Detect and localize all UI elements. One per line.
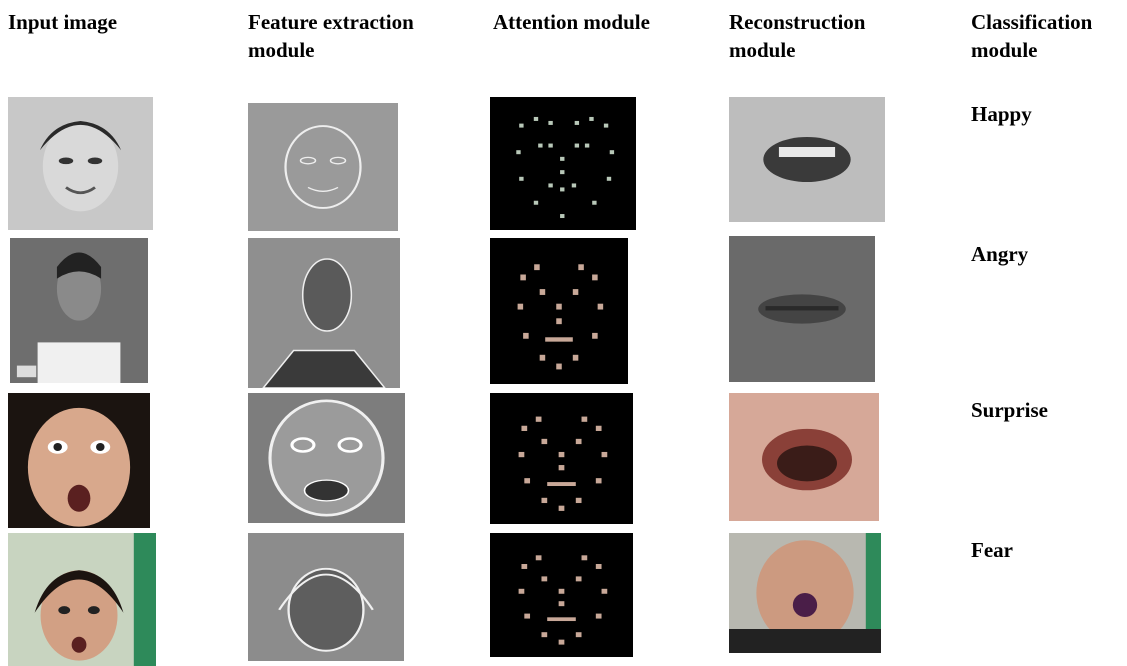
header-feature-extraction-module: Feature extraction module: [248, 8, 468, 64]
attention-map-image: [490, 393, 633, 524]
attention-map-image: [490, 533, 633, 657]
feature-map-image: [248, 533, 404, 661]
classification-label: Surprise: [971, 396, 1048, 424]
input-face-image: [8, 393, 150, 528]
attention-map-image: [490, 97, 636, 230]
header-classification-module: Classification module: [971, 8, 1121, 64]
feature-map-image: [248, 393, 405, 523]
feature-map-image: [248, 103, 398, 231]
reconstruction-image: [729, 533, 881, 653]
input-face-image: [8, 97, 153, 230]
reconstruction-image: [729, 236, 875, 382]
classification-label: Angry: [971, 240, 1028, 268]
attention-map-image: [490, 238, 628, 384]
input-face-image: [10, 238, 148, 383]
classification-label: Happy: [971, 100, 1032, 128]
classification-label: Fear: [971, 536, 1013, 564]
reconstruction-image: [729, 393, 879, 521]
header-reconstruction-module: Reconstruction module: [729, 8, 899, 64]
header-input-image: Input image: [8, 8, 208, 36]
reconstruction-image: [729, 97, 885, 222]
input-face-image: [8, 533, 156, 666]
header-attention-module: Attention module: [493, 8, 713, 36]
feature-map-image: [248, 238, 400, 388]
